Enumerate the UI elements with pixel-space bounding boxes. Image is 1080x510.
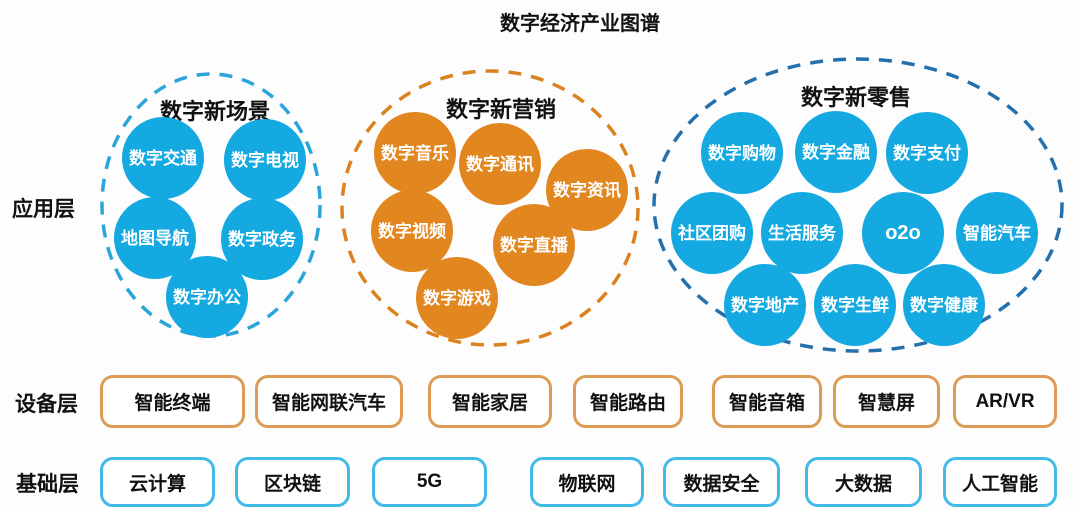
retail-bubble: 数字健康 — [903, 264, 985, 346]
retail-bubble: 社区团购 — [671, 192, 753, 274]
retail-group-title: 数字新零售 — [800, 85, 911, 110]
retail-bubble: 数字地产 — [724, 264, 806, 346]
foundation-box: 云计算 — [100, 457, 215, 507]
retail-bubble: 智能汽车 — [956, 192, 1038, 274]
retail-bubble: 数字购物 — [701, 112, 783, 194]
foundation-box: 大数据 — [805, 457, 922, 507]
device-box: 智慧屏 — [833, 375, 940, 428]
retail-bubble: 数字金融 — [795, 111, 877, 193]
page-title: 数字经济产业图谱 — [500, 13, 660, 35]
device-layer-label: 设备层 — [15, 393, 78, 416]
device-box: 智能网联汽车 — [255, 375, 403, 428]
device-box: 智能终端 — [100, 375, 245, 428]
scene-bubble: 数字办公 — [166, 256, 248, 338]
marketing-bubble: 数字直播 — [493, 204, 575, 286]
marketing-bubble: 数字视频 — [371, 190, 453, 272]
foundation-box: 5G — [372, 457, 487, 507]
foundation-box: 物联网 — [530, 457, 644, 507]
foundation-box: 数据安全 — [663, 457, 780, 507]
application-layer-label: 应用层 — [12, 198, 75, 221]
foundation-box: 区块链 — [235, 457, 350, 507]
foundation-box: 人工智能 — [943, 457, 1057, 507]
device-box: 智能路由 — [573, 375, 683, 428]
retail-bubble: 生活服务 — [761, 192, 843, 274]
marketing-bubble: 数字音乐 — [374, 112, 456, 194]
scene-bubble: 数字交通 — [122, 117, 204, 199]
marketing-group-title: 数字新营销 — [445, 97, 556, 122]
marketing-bubble: 数字通讯 — [459, 123, 541, 205]
retail-bubble: o2o — [862, 192, 944, 274]
retail-bubble: 数字生鲜 — [814, 264, 896, 346]
scene-bubble: 数字电视 — [224, 119, 306, 201]
device-box: 智能家居 — [428, 375, 552, 428]
marketing-bubble: 数字游戏 — [416, 257, 498, 339]
retail-bubble: 数字支付 — [886, 112, 968, 194]
device-box: AR/VR — [953, 375, 1057, 428]
foundation-layer-label: 基础层 — [16, 473, 79, 496]
device-box: 智能音箱 — [712, 375, 822, 428]
